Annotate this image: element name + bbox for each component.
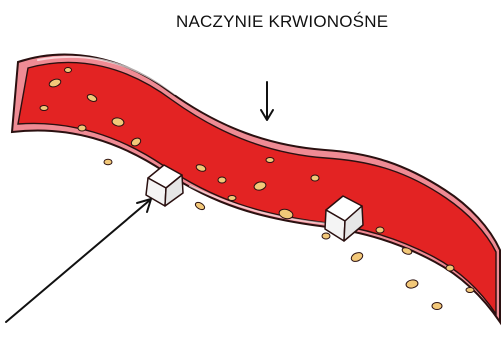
- particle: [78, 125, 86, 131]
- particle: [350, 251, 364, 263]
- particle: [432, 303, 442, 310]
- particle: [405, 279, 418, 289]
- particle: [376, 227, 384, 233]
- particle: [218, 177, 226, 183]
- particle: [194, 201, 206, 211]
- particle: [446, 265, 454, 271]
- down-arrow-icon: [261, 82, 273, 120]
- particle: [311, 175, 319, 181]
- particle: [104, 159, 112, 165]
- particle: [266, 158, 274, 163]
- particle: [322, 233, 330, 239]
- particle: [65, 68, 72, 73]
- particle: [228, 196, 236, 201]
- particle: [466, 288, 474, 293]
- particle: [40, 106, 48, 111]
- pointer-arrow-icon: [6, 199, 151, 322]
